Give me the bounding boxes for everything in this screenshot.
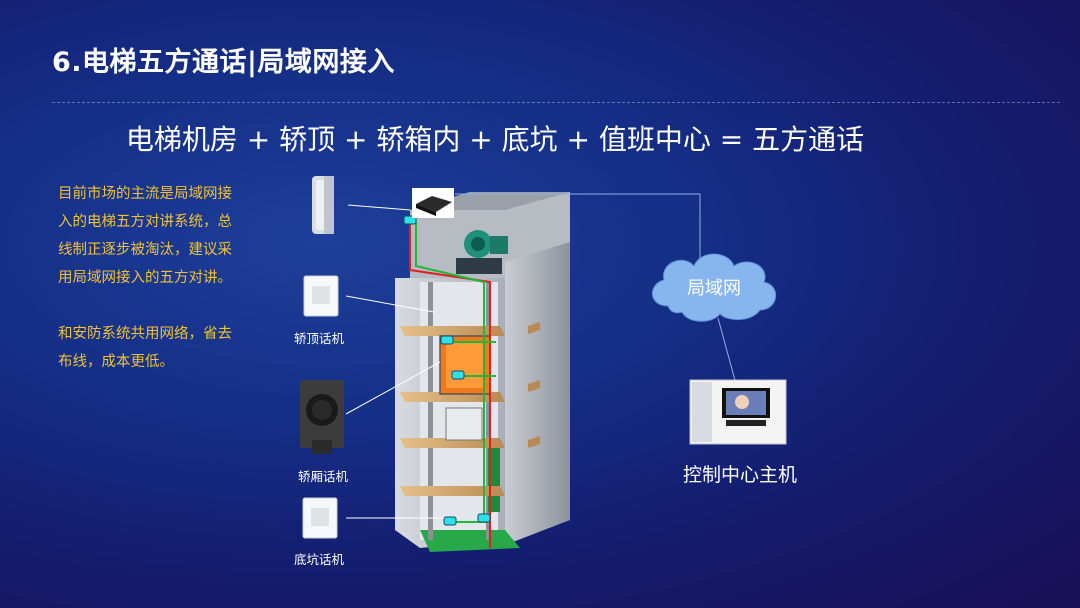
car-phone bbox=[300, 380, 344, 454]
car-top-phone-label: 轿顶话机 bbox=[294, 331, 345, 346]
elevator-car bbox=[439, 335, 491, 441]
control-center-host bbox=[689, 379, 787, 445]
lan-label: 局域网 bbox=[687, 278, 741, 299]
description-paragraph-2: 和安防系统共用网络，省去布线，成本更低。 bbox=[58, 326, 232, 370]
car-phone-label: 轿厢话机 bbox=[298, 469, 349, 484]
host-label: 控制中心主机 bbox=[682, 464, 797, 486]
gateway-box bbox=[412, 188, 454, 218]
pit-phone-label: 底坑话机 bbox=[294, 552, 345, 567]
lan-cloud bbox=[652, 253, 776, 322]
car-top-phone bbox=[303, 275, 339, 317]
connection-nodes bbox=[403, 215, 491, 526]
leader-lines bbox=[345, 204, 444, 519]
description-paragraph-1: 目前市场的主流是局域网接入的电梯五方对讲系统，总线制正逐步被淘汰，建议采用局域网… bbox=[58, 186, 232, 286]
slide-title: 6.电梯五方通话|局域网接入 bbox=[52, 47, 395, 78]
traction-machine bbox=[456, 230, 508, 274]
title-divider bbox=[52, 102, 1060, 103]
pit-phone bbox=[302, 497, 338, 539]
network-link bbox=[455, 193, 737, 385]
description-text: 目前市场的主流是局域网接入的电梯五方对讲系统，总线制正逐步被淘汰，建议采用局域网… bbox=[58, 180, 238, 376]
machine-room-phone bbox=[312, 176, 334, 234]
five-party-formula: 电梯机房 + 轿顶 + 轿箱内 + 底坑 + 值班中心 = 五方通话 bbox=[125, 123, 865, 156]
